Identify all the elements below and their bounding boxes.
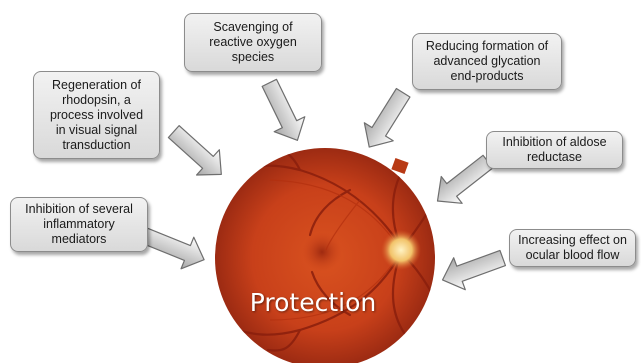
- retina-image: [215, 148, 442, 363]
- box-rhodopsin: Regeneration of rhodopsin, a process inv…: [33, 71, 160, 159]
- box-inflammatory: Inhibition of several inflammatory media…: [10, 197, 148, 252]
- box-aldose: Inhibition of aldose reductase: [486, 131, 623, 169]
- box-blood-flow: Increasing effect on ocular blood flow: [509, 229, 636, 267]
- arrow-inflammatory: [138, 220, 210, 275]
- protection-label: Protection: [218, 288, 408, 317]
- arrow-rhodopsin: [162, 119, 232, 187]
- box-glycation: Reducing formation of advanced glycation…: [412, 33, 562, 90]
- arrow-scavenging: [254, 75, 313, 147]
- arrow-blood-flow: [437, 242, 509, 296]
- box-scavenging: Scavenging of reactive oxygen species: [184, 13, 322, 72]
- arrow-glycation: [355, 84, 418, 156]
- optic-disc: [381, 230, 421, 270]
